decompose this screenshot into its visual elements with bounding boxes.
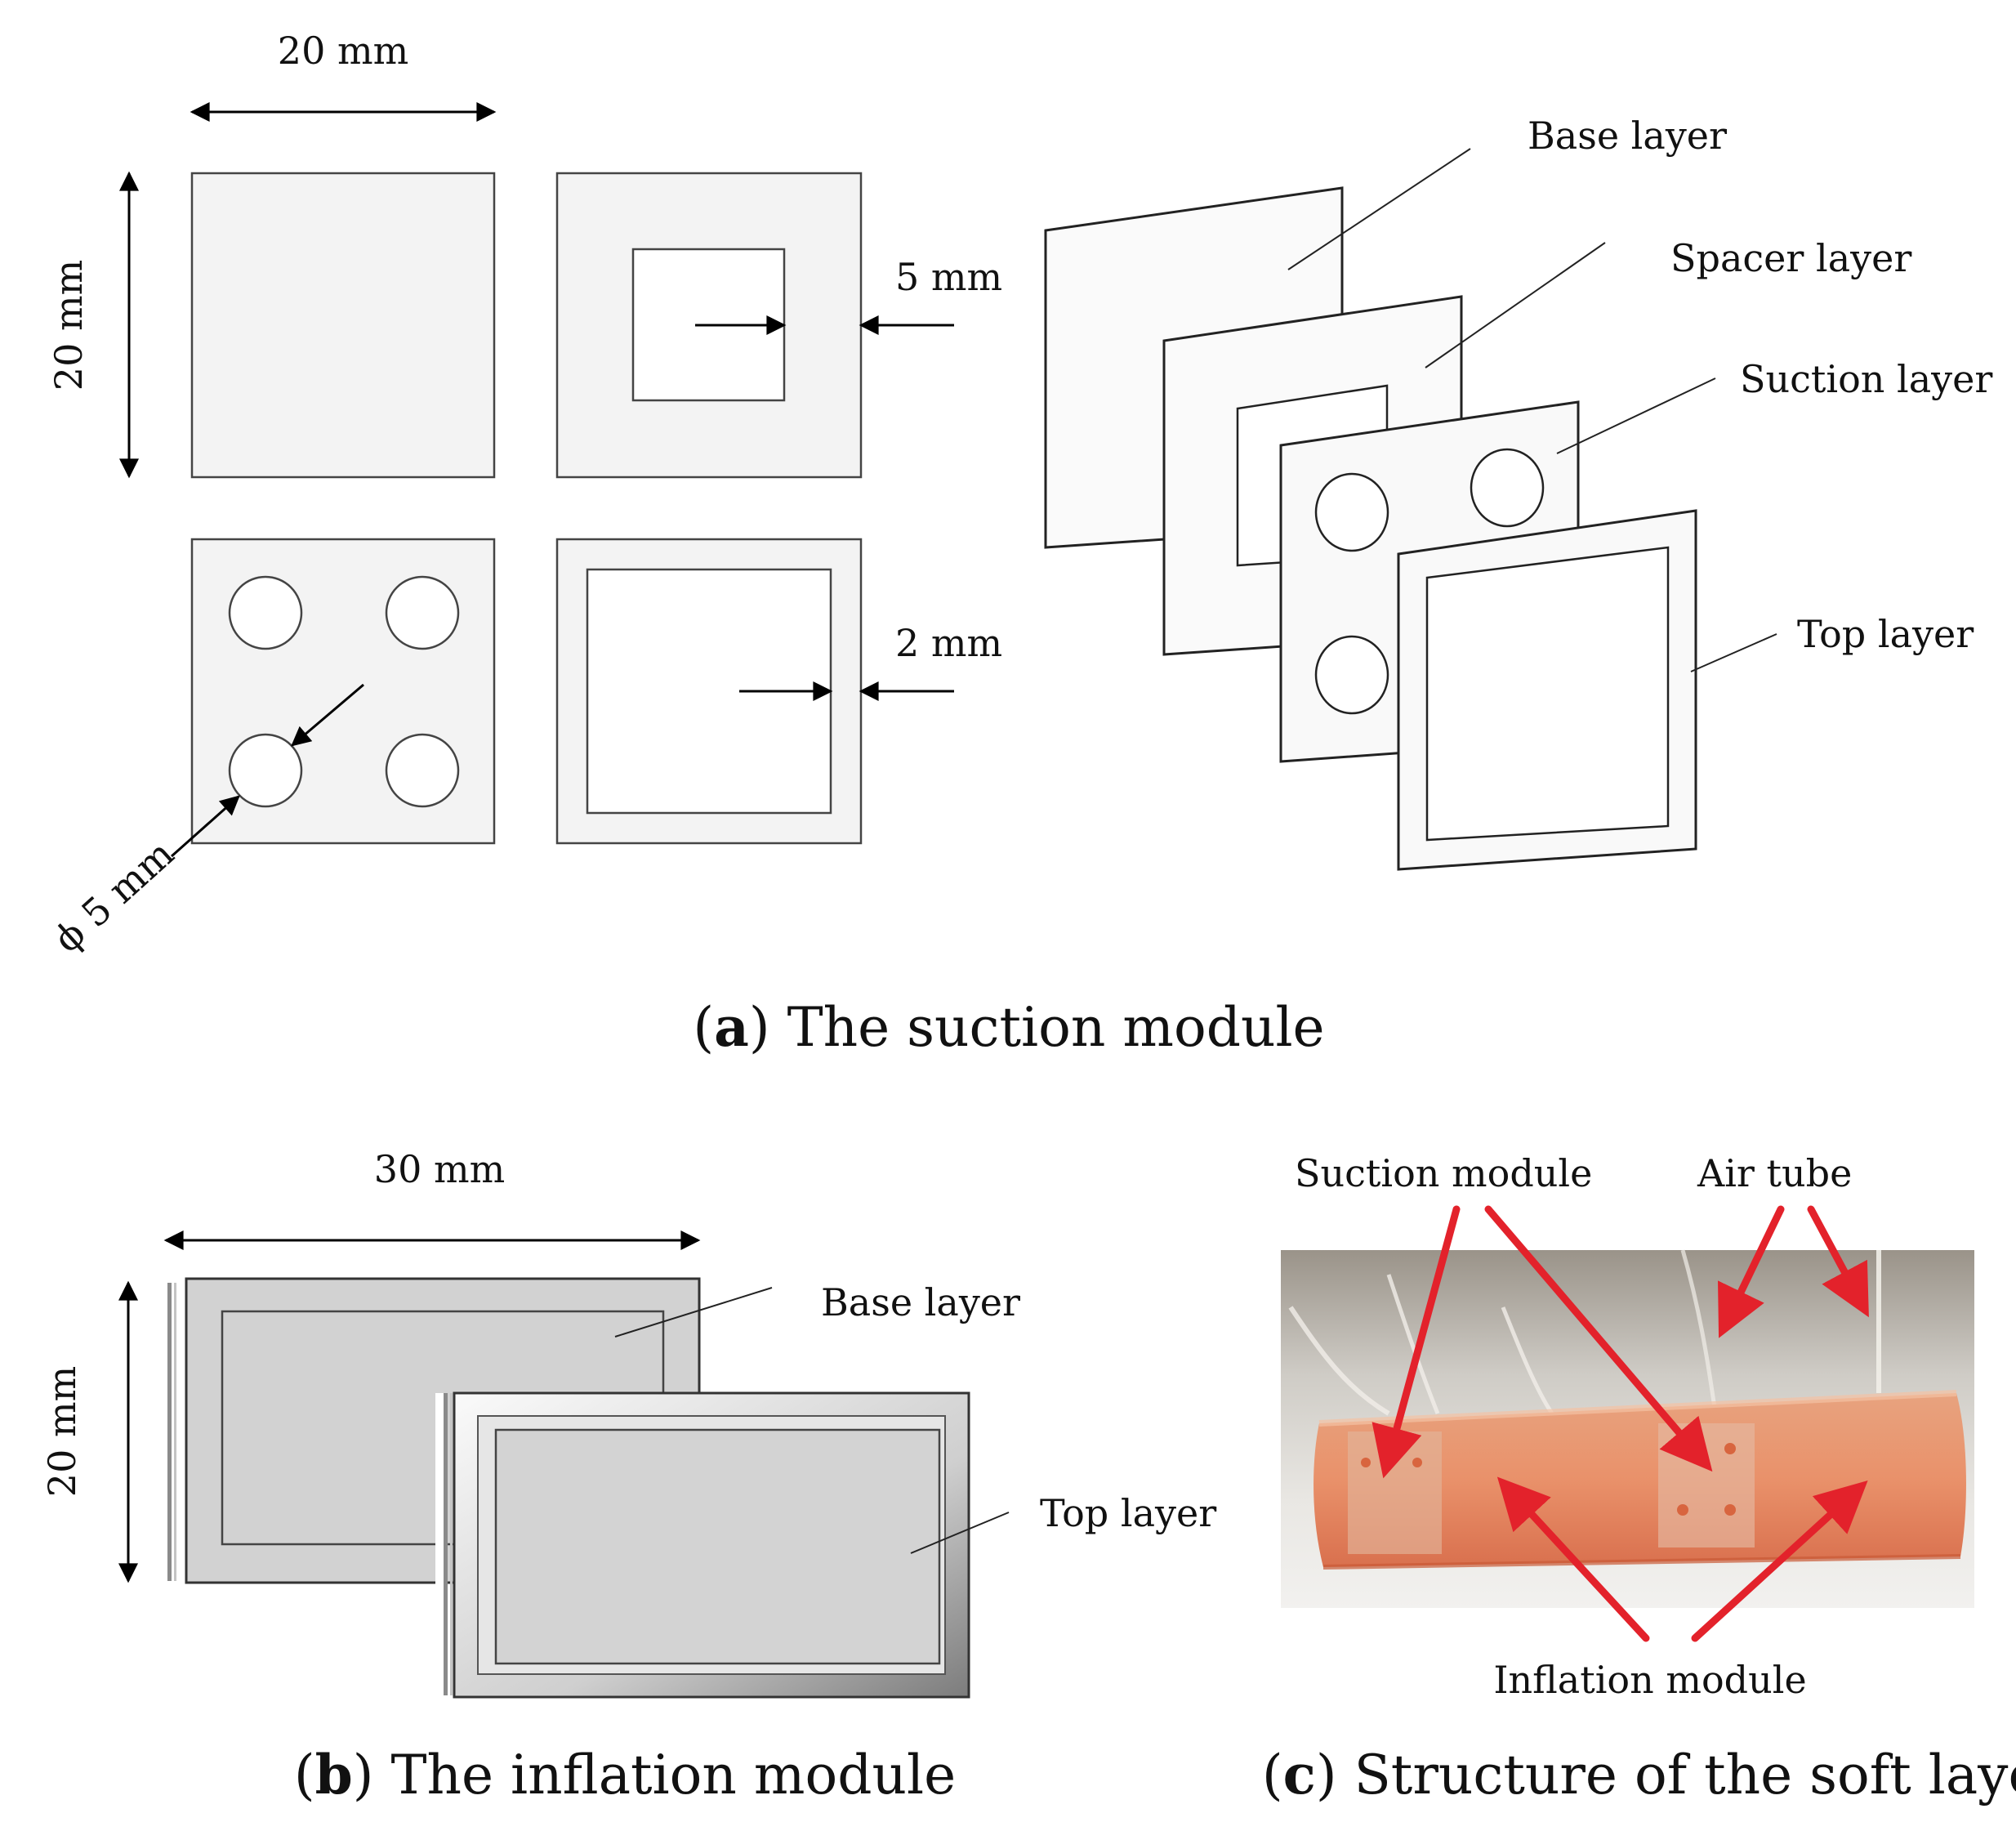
inflation-top-layer bbox=[435, 1391, 970, 1699]
suction-plate-top-view bbox=[171, 538, 496, 858]
spacer-plate-top-view bbox=[555, 172, 954, 479]
top-layer-plate bbox=[1397, 509, 1697, 871]
soft-layer-photo bbox=[1281, 1249, 1974, 1608]
base-plate-top-view bbox=[190, 172, 496, 479]
inflation-module-label: Inflation module bbox=[1493, 1658, 1806, 1702]
caption-b: (b) The inflation module bbox=[294, 1743, 956, 1807]
width-dimension-label: 20 mm bbox=[278, 29, 408, 73]
suction-module-label: Suction module bbox=[1295, 1151, 1592, 1195]
panel-b: 30 mm 20 mm Base layer Top layer (b) The… bbox=[40, 1147, 1216, 1807]
spacer-layer-label: Spacer layer bbox=[1670, 236, 1911, 280]
inflation-top-layer-label: Top layer bbox=[1040, 1491, 1216, 1535]
top-plate-top-view bbox=[555, 538, 954, 845]
hole-dimension-label: ϕ 5 mm bbox=[45, 832, 182, 962]
top-layer-label: Top layer bbox=[1797, 612, 1974, 656]
air-tube-label: Air tube bbox=[1697, 1151, 1852, 1195]
inflation-base-layer-label: Base layer bbox=[821, 1280, 1020, 1324]
spacer-dimension-label: 5 mm bbox=[895, 255, 1002, 299]
annotation-arrows bbox=[1372, 1205, 1869, 1642]
panel-c: Suction module Air tube Inflation module… bbox=[1262, 1151, 2016, 1807]
panel-a: 20 mm 20 mm 5 mm ϕ 5 mm bbox=[45, 29, 1992, 1059]
exploded-view bbox=[1044, 148, 1777, 871]
base-layer-label: Base layer bbox=[1528, 114, 1727, 158]
height-dimension-label: 20 mm bbox=[47, 260, 91, 391]
height-dimension-label-b: 20 mm bbox=[40, 1366, 84, 1497]
top-dimension-label: 2 mm bbox=[895, 621, 1002, 665]
width-dimension-label-b: 30 mm bbox=[374, 1147, 505, 1191]
suction-layer-label: Suction layer bbox=[1740, 357, 1992, 401]
caption-c: (c) Structure of the soft layer bbox=[1262, 1743, 2016, 1807]
caption-a: (a) The suction module bbox=[693, 995, 1324, 1059]
